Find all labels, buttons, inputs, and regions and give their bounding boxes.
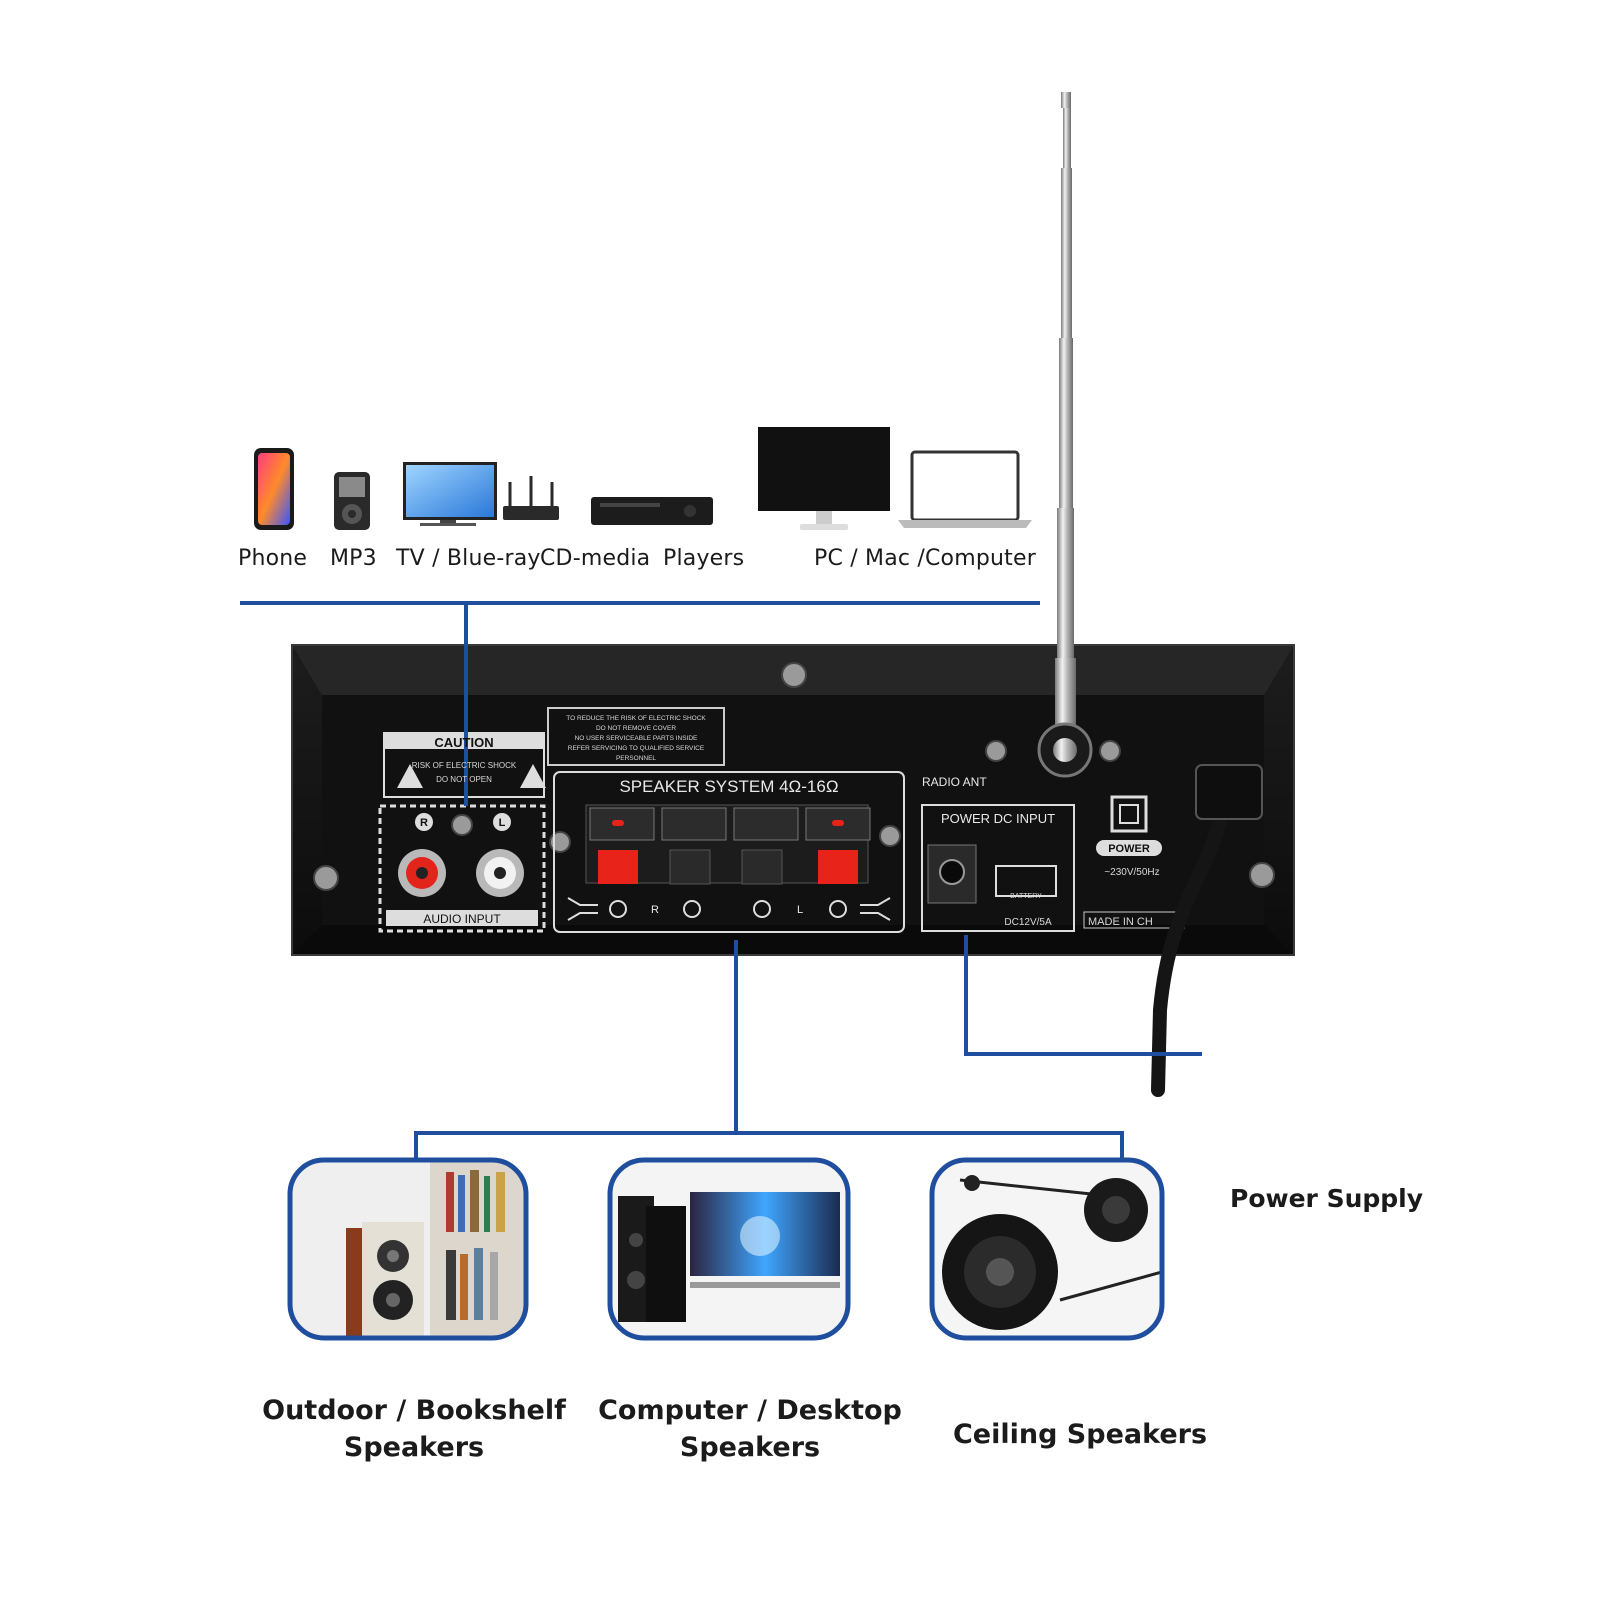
- output-label-ceiling: Ceiling Speakers: [920, 1416, 1240, 1453]
- caution-line1: RISK OF ELECTRIC SHOCK: [412, 761, 517, 770]
- warning-line: DO NOT REMOVE COVER: [596, 725, 676, 732]
- screw-icon: [313, 662, 1275, 891]
- audio-input-label: AUDIO INPUT: [423, 912, 501, 926]
- rca-jack-right-icon: [398, 849, 446, 897]
- ac-rating-label: ~230V/50Hz: [1104, 867, 1159, 878]
- source-label-phone: Phone: [238, 546, 308, 571]
- source-label-tv: TV / Blue-ray: [396, 546, 541, 571]
- power-switch-icon: [1083, 795, 1185, 929]
- rca-left-label: L: [499, 817, 506, 829]
- monitor-laptop-icon: [758, 427, 1032, 530]
- output-label-line1: Ceiling Speakers: [952, 1419, 1208, 1450]
- speaker-system-label: SPEAKER SYSTEM 4Ω-16Ω: [619, 777, 838, 796]
- radio-ant-label: RADIO ANT: [922, 775, 987, 789]
- radio-antenna-icon: [1037, 92, 1093, 778]
- speaker-terminal-block: [553, 771, 905, 933]
- power-dc-input-block: [921, 804, 1075, 932]
- mp3-player-icon: [334, 472, 370, 530]
- warning-text: TO REDUCE THE RISK OF ELECTRIC SHOCK DO …: [566, 715, 706, 762]
- source-label-cd-media: CD-media: [540, 546, 651, 571]
- tv-icon: [403, 462, 497, 526]
- output-label-line1: Computer / Desktop: [598, 1395, 902, 1426]
- phone-icon: [254, 448, 294, 530]
- power-dc-input-label: POWER DC INPUT: [941, 811, 1055, 826]
- output-label-bookshelf: Outdoor / Bookshelf Speakers: [254, 1392, 574, 1466]
- output-label-line2: Speakers: [679, 1432, 821, 1463]
- source-label-pc: PC / Mac /Computer: [814, 546, 1036, 571]
- speaker-terminal-icon: [589, 807, 871, 885]
- warning-line: NO USER SERVICEABLE PARTS INSIDE: [575, 735, 698, 742]
- router-icon: [503, 476, 559, 520]
- output-label-desktop: Computer / Desktop Speakers: [590, 1392, 910, 1466]
- source-label-players: Players: [663, 546, 745, 571]
- made-in-label: MADE IN CH: [1088, 916, 1153, 928]
- rca-jack-left-icon: [476, 849, 524, 897]
- rca-right-label: R: [420, 817, 428, 829]
- caution-title: CAUTION: [434, 735, 493, 750]
- warning-line: PERSONNEL: [616, 755, 656, 762]
- bookshelf-speaker-icon: [287, 1157, 529, 1341]
- warning-line: TO REDUCE THE RISK OF ELECTRIC SHOCK: [566, 715, 706, 722]
- power-cable-icon: [1151, 764, 1263, 1097]
- source-label-mp3: MP3: [330, 546, 377, 571]
- audio-input-block: [378, 804, 546, 933]
- ceiling-speaker-icon: [929, 1157, 1165, 1341]
- warning-box: [547, 707, 725, 766]
- terminal-left-label: L: [797, 904, 803, 916]
- power-supply-label: Power Supply: [1230, 1184, 1424, 1213]
- caution-line2: DO NOT OPEN: [436, 775, 492, 784]
- polarity-symbols: [567, 897, 891, 921]
- output-label-line1: Outdoor / Bookshelf: [262, 1395, 566, 1426]
- desktop-speaker-icon: [607, 1157, 851, 1341]
- terminal-right-label: R: [651, 904, 659, 916]
- cd-player-icon: [591, 497, 713, 525]
- amplifier-rear-panel: [291, 644, 1295, 956]
- warning-line: REFER SERVICING TO QUALIFIED SERVICE: [568, 745, 705, 752]
- output-label-line2: Speakers: [343, 1432, 485, 1463]
- power-label: POWER: [1108, 843, 1150, 855]
- dc-rating-label: DC12V/5A: [1004, 917, 1052, 928]
- battery-label: BATTERY: [1010, 893, 1042, 900]
